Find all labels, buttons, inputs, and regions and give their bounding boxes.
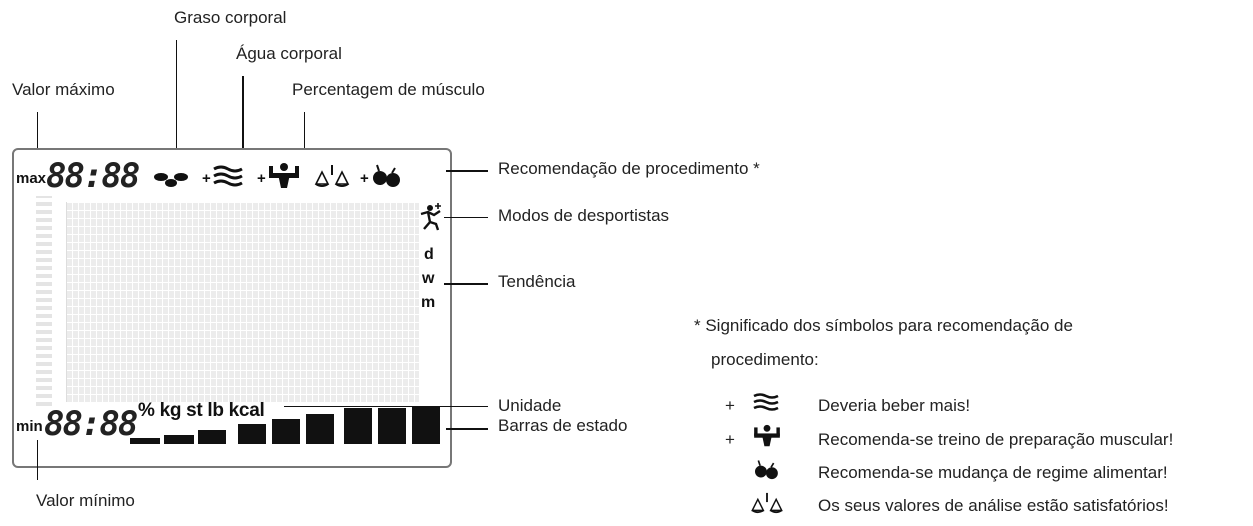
plus-sign: + bbox=[725, 396, 735, 415]
muscle-icon bbox=[269, 163, 299, 188]
body-fat-icon bbox=[154, 173, 188, 187]
status-bar bbox=[198, 430, 226, 444]
label-body-water: Água corporal bbox=[236, 44, 342, 63]
muscle-icon bbox=[754, 424, 780, 447]
athlete-runner-icon bbox=[420, 203, 441, 231]
status-bar bbox=[164, 435, 194, 444]
trend-graph-grid bbox=[66, 202, 419, 402]
status-bar bbox=[238, 424, 266, 444]
scale-balance-icon bbox=[314, 165, 350, 187]
status-bar bbox=[306, 414, 334, 444]
status-bar bbox=[272, 419, 300, 444]
leader-body-fat bbox=[176, 40, 177, 156]
footnote-title: * Significado dos símbolos para recomend… bbox=[694, 316, 1073, 335]
footnote-text: Deveria beber mais! bbox=[818, 396, 971, 415]
label-status-bars: Barras de estado bbox=[498, 416, 628, 435]
status-bar bbox=[412, 406, 440, 444]
footnote-text: Recomenda-se treino de preparação muscul… bbox=[818, 430, 1174, 449]
leader-trend bbox=[444, 283, 488, 285]
plus-sign: + bbox=[257, 170, 266, 187]
leader-max bbox=[37, 112, 38, 156]
status-bar bbox=[378, 408, 406, 444]
trend-week: w bbox=[422, 270, 435, 287]
scale-balance-icon bbox=[751, 492, 783, 514]
label-max-value: Valor máximo bbox=[12, 80, 115, 99]
min-label: min bbox=[16, 418, 43, 435]
max-digits: 88:88 bbox=[46, 156, 140, 196]
leader-recommendation bbox=[446, 170, 488, 172]
label-muscle-pct: Percentagem de músculo bbox=[292, 80, 485, 99]
plus-sign: + bbox=[202, 170, 211, 187]
status-bar bbox=[130, 438, 160, 444]
label-recommendation: Recomendação de procedimento * bbox=[498, 159, 760, 178]
leader-status-bars bbox=[446, 428, 488, 430]
leader-unit bbox=[284, 406, 488, 407]
footnote-text: Recomenda-se mudança de regime alimentar… bbox=[818, 463, 1168, 482]
trend-day: d bbox=[424, 246, 434, 263]
label-trend: Tendência bbox=[498, 272, 576, 291]
label-body-fat: Graso corporal bbox=[174, 8, 287, 27]
trend-month: m bbox=[421, 294, 436, 311]
water-waves-icon bbox=[213, 165, 243, 187]
plus-sign: + bbox=[360, 170, 369, 187]
label-athlete-modes: Modos de desportistas bbox=[498, 206, 670, 225]
status-bar bbox=[344, 408, 372, 444]
apples-icon bbox=[373, 164, 400, 187]
lcd-display: max 88:88 + + + bbox=[12, 148, 452, 468]
leader-body-water bbox=[242, 76, 244, 156]
water-waves-icon bbox=[753, 393, 779, 411]
plus-sign: + bbox=[725, 430, 735, 449]
leader-athlete-modes bbox=[444, 217, 488, 218]
min-digits: 88:88 bbox=[44, 404, 138, 444]
footnote-text: Os seus valores de análise estão satisfa… bbox=[818, 496, 1169, 515]
leader-muscle bbox=[304, 112, 305, 156]
label-unit: Unidade bbox=[498, 396, 562, 415]
apples-icon bbox=[755, 460, 778, 480]
units-indicator: % kg st lb kcal bbox=[138, 400, 265, 421]
max-label: max bbox=[16, 170, 47, 187]
label-min-value: Valor mínimo bbox=[36, 491, 135, 510]
graph-y-scale bbox=[36, 196, 52, 406]
leader-min bbox=[37, 440, 38, 480]
footnote-subtitle: procedimento: bbox=[711, 350, 819, 369]
